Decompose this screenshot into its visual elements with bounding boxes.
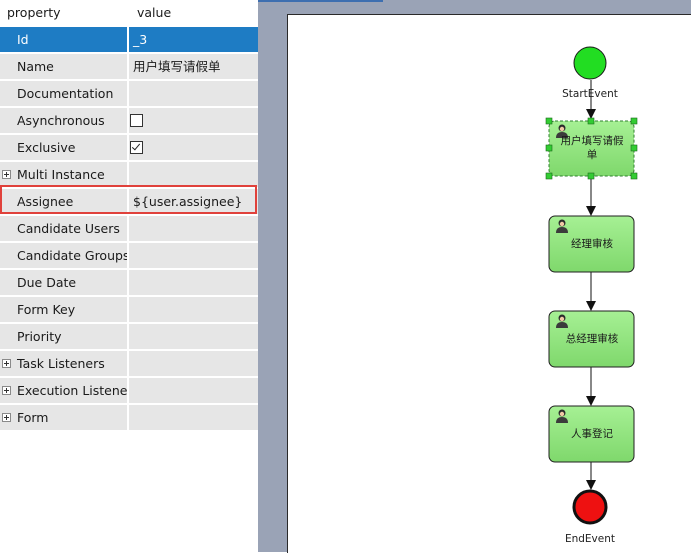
task-listeners-value[interactable] <box>129 351 258 377</box>
property-label: Task Listeners <box>0 351 128 377</box>
expand-plus-icon[interactable] <box>2 170 11 179</box>
property-row-candidate-users[interactable]: Candidate Users <box>0 216 258 243</box>
start-event-label: StartEvent <box>562 88 618 100</box>
properties-panel: property value Id _3 Name 用户填写请假单 Docume… <box>0 0 258 552</box>
user-task-icon <box>556 314 568 328</box>
task-hr-registration[interactable] <box>548 405 635 463</box>
expand-plus-icon[interactable] <box>2 413 11 422</box>
id-value[interactable]: _3 <box>129 27 258 53</box>
multi-instance-value[interactable] <box>129 162 258 188</box>
property-label: Asynchronous <box>0 108 128 134</box>
priority-value[interactable] <box>129 324 258 350</box>
property-row-name[interactable]: Name 用户填写请假单 <box>0 54 258 81</box>
property-row-multi-instance[interactable]: Multi Instance <box>0 162 258 189</box>
expand-plus-icon[interactable] <box>2 386 11 395</box>
property-label: Id <box>0 27 128 53</box>
property-label: Assignee <box>0 189 128 215</box>
start-event[interactable] <box>573 46 607 80</box>
property-label: Name <box>0 54 128 80</box>
user-task-icon <box>556 219 568 233</box>
property-row-documentation[interactable]: Documentation <box>0 81 258 108</box>
task-label: 经理审核 <box>571 238 613 250</box>
property-row-id[interactable]: Id _3 <box>0 27 258 54</box>
form-key-value[interactable] <box>129 297 258 323</box>
property-row-priority[interactable]: Priority <box>0 324 258 351</box>
user-task-icon <box>556 124 568 138</box>
property-column-header: property <box>0 0 128 26</box>
task-manager-review[interactable] <box>548 215 635 273</box>
end-event-label: EndEvent <box>564 533 616 545</box>
task-user-fill-leave-form[interactable] <box>545 117 638 180</box>
property-label: Multi Instance <box>0 162 128 188</box>
property-row-asynchronous[interactable]: Asynchronous <box>0 108 258 135</box>
task-label: 用户填写请假单 <box>560 135 624 161</box>
property-label: Form <box>0 405 128 431</box>
property-label: Documentation <box>0 81 128 107</box>
asynchronous-checkbox[interactable] <box>130 114 143 127</box>
canvas-tab-indicator <box>258 0 383 2</box>
property-label: Priority <box>0 324 128 350</box>
task-label: 人事登记 <box>571 428 613 440</box>
value-column-header: value <box>129 0 258 26</box>
property-row-exclusive[interactable]: Exclusive <box>0 135 258 162</box>
expand-plus-icon[interactable] <box>2 359 11 368</box>
candidate-users-value[interactable] <box>129 216 258 242</box>
diagram-page[interactable] <box>287 14 691 553</box>
property-row-execution-listeners[interactable]: Execution Listeners <box>0 378 258 405</box>
user-task-icon <box>556 409 568 423</box>
selection-handles[interactable] <box>545 117 638 180</box>
documentation-value[interactable] <box>129 81 258 107</box>
end-event[interactable] <box>572 489 608 525</box>
form-value[interactable] <box>129 405 258 431</box>
task-label: 总经理审核 <box>565 333 619 345</box>
property-label: Candidate Groups <box>0 243 128 269</box>
execution-listeners-value[interactable] <box>129 378 258 404</box>
due-date-value[interactable] <box>129 270 258 296</box>
property-label: Candidate Users <box>0 216 128 242</box>
property-row-assignee[interactable]: Assignee ${user.assignee} <box>0 189 258 216</box>
property-label: Due Date <box>0 270 128 296</box>
property-row-task-listeners[interactable]: Task Listeners <box>0 351 258 378</box>
task-general-manager-review[interactable] <box>548 310 635 368</box>
name-value[interactable]: 用户填写请假单 <box>129 54 258 80</box>
property-row-form-key[interactable]: Form Key <box>0 297 258 324</box>
property-row-form[interactable]: Form <box>0 405 258 432</box>
property-label: Form Key <box>0 297 128 323</box>
exclusive-checkbox[interactable] <box>130 141 143 154</box>
assignee-value[interactable]: ${user.assignee} <box>129 189 258 215</box>
property-label: Exclusive <box>0 135 128 161</box>
candidate-groups-value[interactable] <box>129 243 258 269</box>
property-label: Execution Listeners <box>0 378 128 404</box>
properties-header: property value <box>0 0 258 27</box>
property-row-candidate-groups[interactable]: Candidate Groups <box>0 243 258 270</box>
property-row-due-date[interactable]: Due Date <box>0 270 258 297</box>
